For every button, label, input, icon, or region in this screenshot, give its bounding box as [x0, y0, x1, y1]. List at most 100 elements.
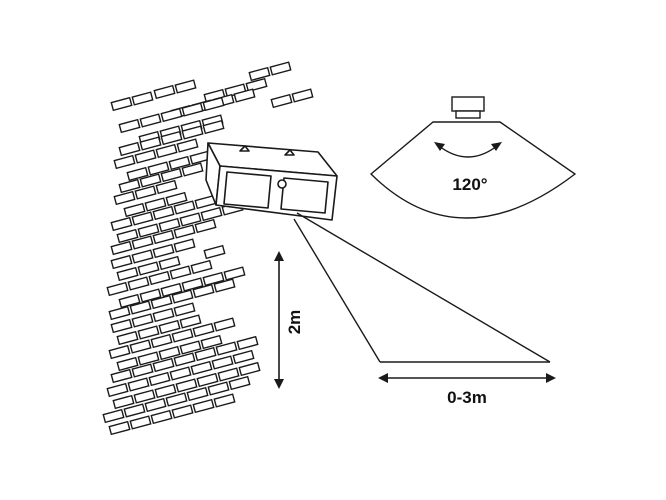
brick — [194, 346, 217, 362]
angle-arc-head-right — [491, 142, 502, 151]
brick-wall — [102, 61, 314, 436]
brick — [186, 386, 209, 402]
brick — [291, 88, 314, 103]
height-label: 2m — [285, 310, 304, 335]
brick — [176, 138, 199, 153]
brick — [113, 190, 136, 206]
distance-label: 0-3m — [447, 388, 487, 407]
brick — [116, 356, 139, 372]
mount-tab-left — [239, 145, 250, 152]
brick — [131, 363, 154, 378]
arrow-head-down — [274, 379, 284, 389]
brick — [181, 102, 204, 117]
brick — [139, 288, 162, 303]
brick — [123, 202, 146, 218]
brick — [171, 289, 194, 304]
brick — [152, 205, 175, 221]
brick — [245, 77, 268, 93]
brick — [118, 293, 141, 309]
brick — [190, 259, 213, 275]
brick — [269, 61, 292, 76]
brick — [158, 255, 181, 271]
brick — [147, 161, 170, 176]
brick — [118, 141, 141, 157]
brick — [181, 162, 204, 177]
brick — [213, 317, 236, 332]
brick — [129, 415, 152, 430]
brick — [228, 375, 251, 391]
brick — [110, 368, 133, 384]
brick — [213, 393, 236, 408]
brick — [192, 322, 215, 338]
brick — [113, 154, 136, 170]
brick — [139, 173, 162, 188]
pir-sensor — [277, 179, 287, 189]
arrow-head-left — [378, 373, 388, 383]
brick — [160, 167, 183, 183]
brick — [108, 420, 131, 436]
brick — [134, 149, 157, 164]
brick — [102, 408, 125, 424]
brick — [158, 345, 181, 361]
brick — [168, 155, 191, 171]
brick — [131, 211, 154, 226]
brick — [110, 318, 133, 334]
mount-tab-right — [284, 149, 295, 156]
angle-arc — [438, 145, 498, 158]
brick — [123, 403, 146, 418]
brick — [158, 217, 181, 233]
brick — [152, 243, 175, 259]
brick — [134, 185, 157, 200]
brick — [173, 238, 196, 253]
height-arrow — [274, 251, 284, 389]
brick — [173, 352, 196, 367]
brick — [137, 261, 160, 276]
brick — [154, 383, 177, 399]
brick — [152, 357, 175, 373]
brick — [160, 107, 183, 123]
angle-label: 120° — [452, 175, 487, 194]
solar-light-fixture — [205, 142, 338, 221]
brick — [116, 228, 139, 244]
brick — [175, 378, 198, 393]
brick — [196, 372, 219, 388]
brick — [129, 339, 152, 354]
brick — [155, 179, 178, 195]
brick — [108, 344, 131, 360]
brick — [118, 118, 141, 134]
brick — [217, 367, 240, 382]
brick — [171, 328, 194, 343]
brick — [116, 266, 139, 282]
arrow-head-up — [274, 251, 284, 261]
brick — [202, 96, 225, 112]
brick — [155, 143, 178, 159]
brick — [200, 334, 223, 350]
brick — [203, 244, 226, 260]
brick — [194, 218, 217, 234]
brick — [181, 277, 204, 292]
brick — [150, 409, 173, 425]
brick — [131, 313, 154, 328]
brick — [202, 119, 225, 135]
brick — [192, 283, 215, 299]
distance-arrow — [378, 373, 556, 383]
brick — [169, 265, 192, 280]
brick — [158, 319, 181, 335]
brick — [110, 96, 133, 112]
brick — [179, 314, 202, 329]
brick — [137, 351, 160, 366]
brick — [144, 197, 167, 212]
brick — [127, 377, 150, 392]
sensor-top-view-lens — [455, 110, 481, 119]
brick — [133, 389, 156, 404]
arrow-head-right — [546, 373, 556, 383]
brick — [173, 224, 196, 239]
detection-cone — [293, 212, 551, 363]
solar-panel-left — [223, 171, 272, 209]
brick — [200, 206, 223, 222]
brick — [181, 125, 204, 140]
brick — [232, 349, 255, 365]
brick — [139, 113, 162, 128]
